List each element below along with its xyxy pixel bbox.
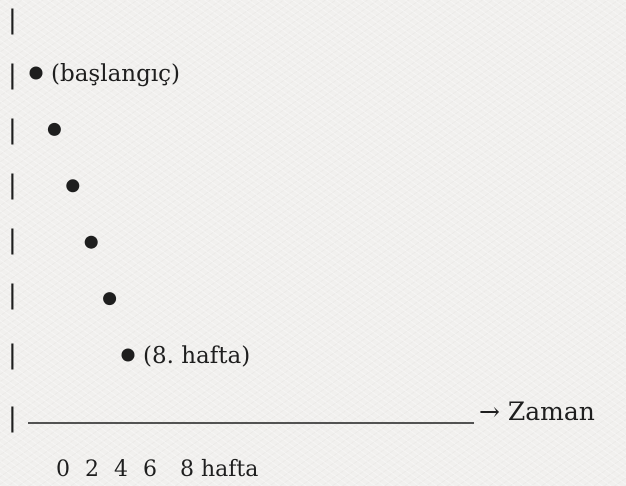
data-point	[103, 292, 117, 306]
data-points: (başlangıç) (8. hafta)	[29, 61, 250, 369]
x-tick-label: 0	[56, 457, 70, 482]
data-label: (başlangıç)	[51, 61, 180, 87]
y-axis-pipe: |	[8, 340, 17, 370]
data-point	[66, 179, 80, 193]
y-axis-pipe: |	[8, 403, 17, 433]
y-axis-pipe: |	[8, 225, 17, 255]
y-axis: | | | | | | | |	[8, 5, 17, 433]
x-tick-label: 2	[85, 457, 99, 482]
data-point	[84, 235, 98, 249]
x-tick-label: 4	[114, 457, 128, 482]
y-axis-pipe: |	[8, 5, 17, 35]
x-tick-label: 6	[143, 457, 157, 482]
x-axis-label: → Zaman	[479, 397, 595, 426]
data-point	[29, 66, 43, 80]
y-axis-pipe: |	[8, 60, 17, 90]
y-axis-pipe: |	[8, 115, 17, 145]
data-point	[47, 122, 61, 136]
y-axis-pipe: |	[8, 280, 17, 310]
data-point	[121, 348, 135, 362]
y-axis-pipe: |	[8, 170, 17, 200]
data-label: (8. hafta)	[143, 343, 250, 369]
x-tick-label: 8 hafta	[180, 457, 258, 482]
